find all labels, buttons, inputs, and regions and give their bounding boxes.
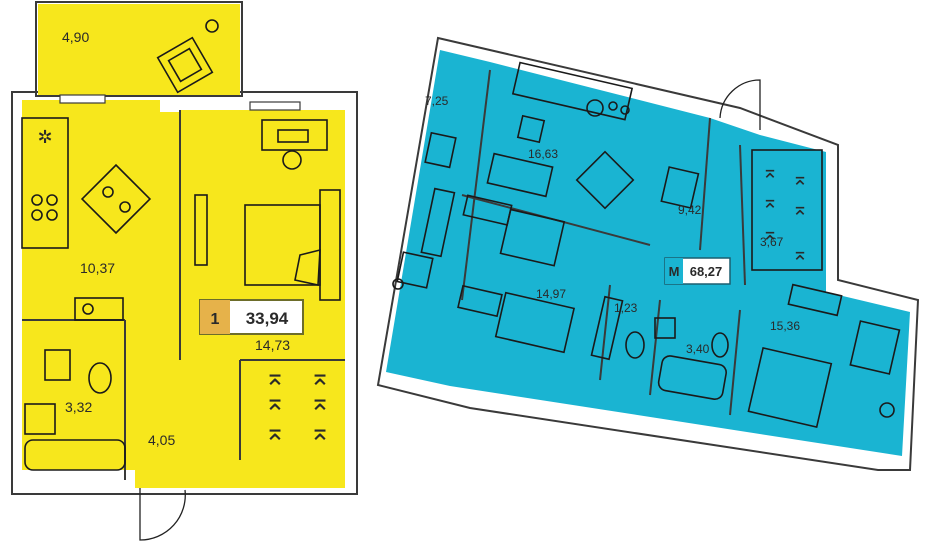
right-loggia-furniture <box>392 131 457 290</box>
left-kitchen-window <box>59 94 106 104</box>
right-apartment-badge: M 68,27 <box>664 257 731 285</box>
left-balcony-floor <box>38 4 240 95</box>
right-entry-door <box>719 79 761 130</box>
svg-text:⌅: ⌅ <box>792 243 809 265</box>
right-wardrobe-hangers: ⌅ ⌅ ⌅ ⌅ ⌅ ⌅ <box>751 149 823 271</box>
left-area-bath: 3,32 <box>65 399 92 415</box>
left-area-kitchen: 10,37 <box>80 260 115 276</box>
left-dining-table-icon <box>80 163 152 235</box>
right-wall-bath <box>649 299 661 396</box>
right-wall-room-b <box>729 309 741 416</box>
svg-text:⌅: ⌅ <box>309 386 331 416</box>
right-bath-fixtures <box>590 295 729 400</box>
right-wall-wardrobe <box>739 144 746 286</box>
svg-text:⌅: ⌅ <box>762 223 779 245</box>
right-area-room-b: 15,36 <box>770 319 800 333</box>
right-area-wc: 1,23 <box>614 301 638 315</box>
right-floor <box>386 50 910 456</box>
desk-icon <box>261 119 328 170</box>
left-area-balcony: 4,90 <box>62 29 89 45</box>
left-entry-door <box>139 488 186 541</box>
svg-text:⌅: ⌅ <box>762 161 779 183</box>
left-kitchen-counter: ✲ <box>21 117 69 249</box>
svg-text:⌅: ⌅ <box>309 416 331 446</box>
fan-icon: ✲ <box>37 127 52 147</box>
left-floor <box>22 100 345 488</box>
right-area-room-a: 14,97 <box>536 287 566 301</box>
right-wall-hall <box>699 117 711 251</box>
right-area-kitchen: 16,63 <box>528 147 558 161</box>
right-area-loggia: 7,25 <box>425 94 449 108</box>
left-total-area: 33,94 <box>246 309 289 328</box>
right-room-b-furniture <box>747 283 901 428</box>
bed-icon <box>244 189 341 301</box>
left-apartment-badge: 1 33,94 <box>199 299 304 335</box>
left-rooms-count: 1 <box>211 311 220 328</box>
right-area-wardrobe: 3,67 <box>760 235 784 249</box>
left-sink-icon <box>74 297 124 321</box>
right-area-bath: 3,40 <box>686 342 710 356</box>
right-plan: ⌅ ⌅ ⌅ ⌅ ⌅ ⌅ M 68,27 7,25 16,63 14,97 1,2… <box>376 36 920 471</box>
svg-text:⌅: ⌅ <box>792 168 809 190</box>
right-room-a-furniture <box>457 194 576 354</box>
tv-stand-icon <box>194 194 208 266</box>
left-balcony-wall <box>35 1 243 97</box>
right-wall-wc <box>599 284 611 381</box>
right-rooms-count: M <box>669 264 680 279</box>
right-wall-loggia <box>461 69 491 301</box>
armchair-icon <box>156 19 219 94</box>
left-room-window <box>249 101 301 111</box>
svg-text:⌅: ⌅ <box>762 191 779 213</box>
left-area-room: 14,73 <box>255 337 290 353</box>
left-area-hall: 4,05 <box>148 432 175 448</box>
svg-text:⌅: ⌅ <box>264 361 286 391</box>
right-kitchen-furniture <box>486 61 700 210</box>
left-plan: ✲ <box>11 1 358 541</box>
svg-text:⌅: ⌅ <box>264 386 286 416</box>
left-wardrobe-hangers: ⌅ ⌅ ⌅ ⌅ ⌅ ⌅ <box>264 361 331 446</box>
svg-text:⌅: ⌅ <box>264 416 286 446</box>
svg-text:⌅: ⌅ <box>792 198 809 220</box>
left-bath-fixtures <box>24 349 126 471</box>
right-area-hall: 9,42 <box>678 203 702 217</box>
svg-text:⌅: ⌅ <box>309 361 331 391</box>
right-total-area: 68,27 <box>690 264 723 279</box>
